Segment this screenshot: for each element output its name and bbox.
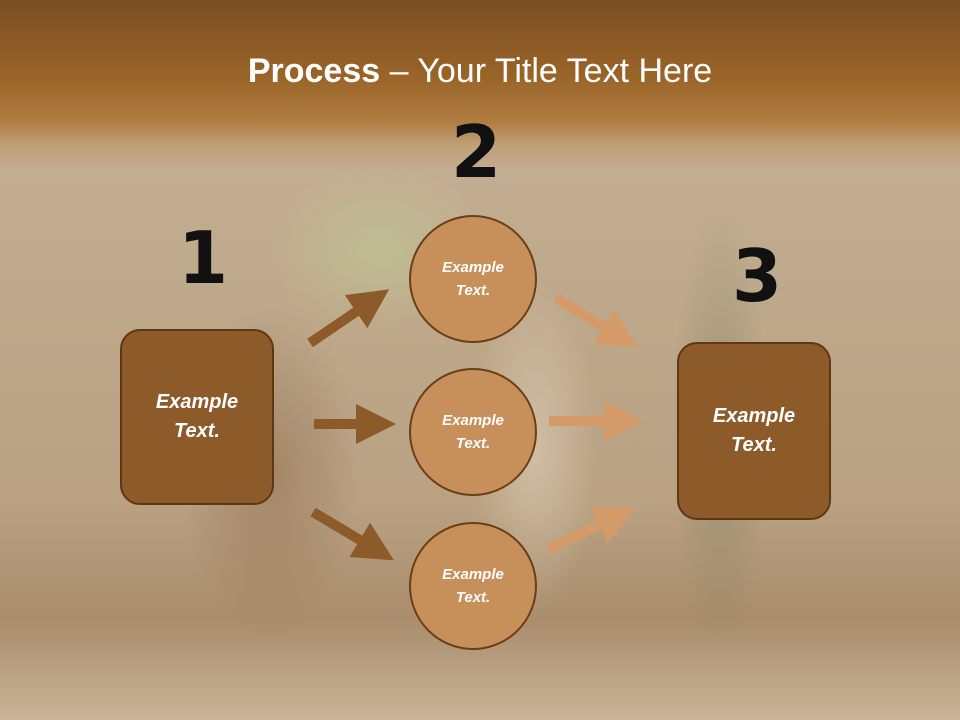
step-1-box: Example Text. <box>120 329 274 505</box>
step-2-label-middle: Example Text. <box>442 412 504 452</box>
step-2-circle-top: Example Text. <box>409 215 537 343</box>
title-rest: Your Title Text Here <box>417 52 713 90</box>
step-3-box: Example Text. <box>677 342 831 520</box>
step-number-2: 2 <box>451 110 502 194</box>
step-2-circle-middle: Example Text. <box>409 368 537 496</box>
step-2-label-top: Example Text. <box>442 259 504 299</box>
step-1-label: Example Text. <box>155 391 239 442</box>
slide-title: Process – Your Title Text Here <box>0 52 960 91</box>
arrow-2c-to-3 <box>545 506 636 554</box>
arrow-2a-to-3 <box>553 293 638 348</box>
title-bold: Process <box>247 52 381 90</box>
header-band <box>0 0 960 170</box>
arrow-1-to-2c <box>310 507 395 561</box>
arrow-1-to-2a <box>307 289 390 348</box>
step-3-label: Example Text. <box>712 405 796 456</box>
step-2-circle-bottom: Example Text. <box>409 522 537 650</box>
step-number-1: 1 <box>178 216 229 300</box>
title-dash: – <box>380 52 418 90</box>
step-2-label-bottom: Example Text. <box>442 566 504 606</box>
step-number-3: 3 <box>732 234 783 318</box>
